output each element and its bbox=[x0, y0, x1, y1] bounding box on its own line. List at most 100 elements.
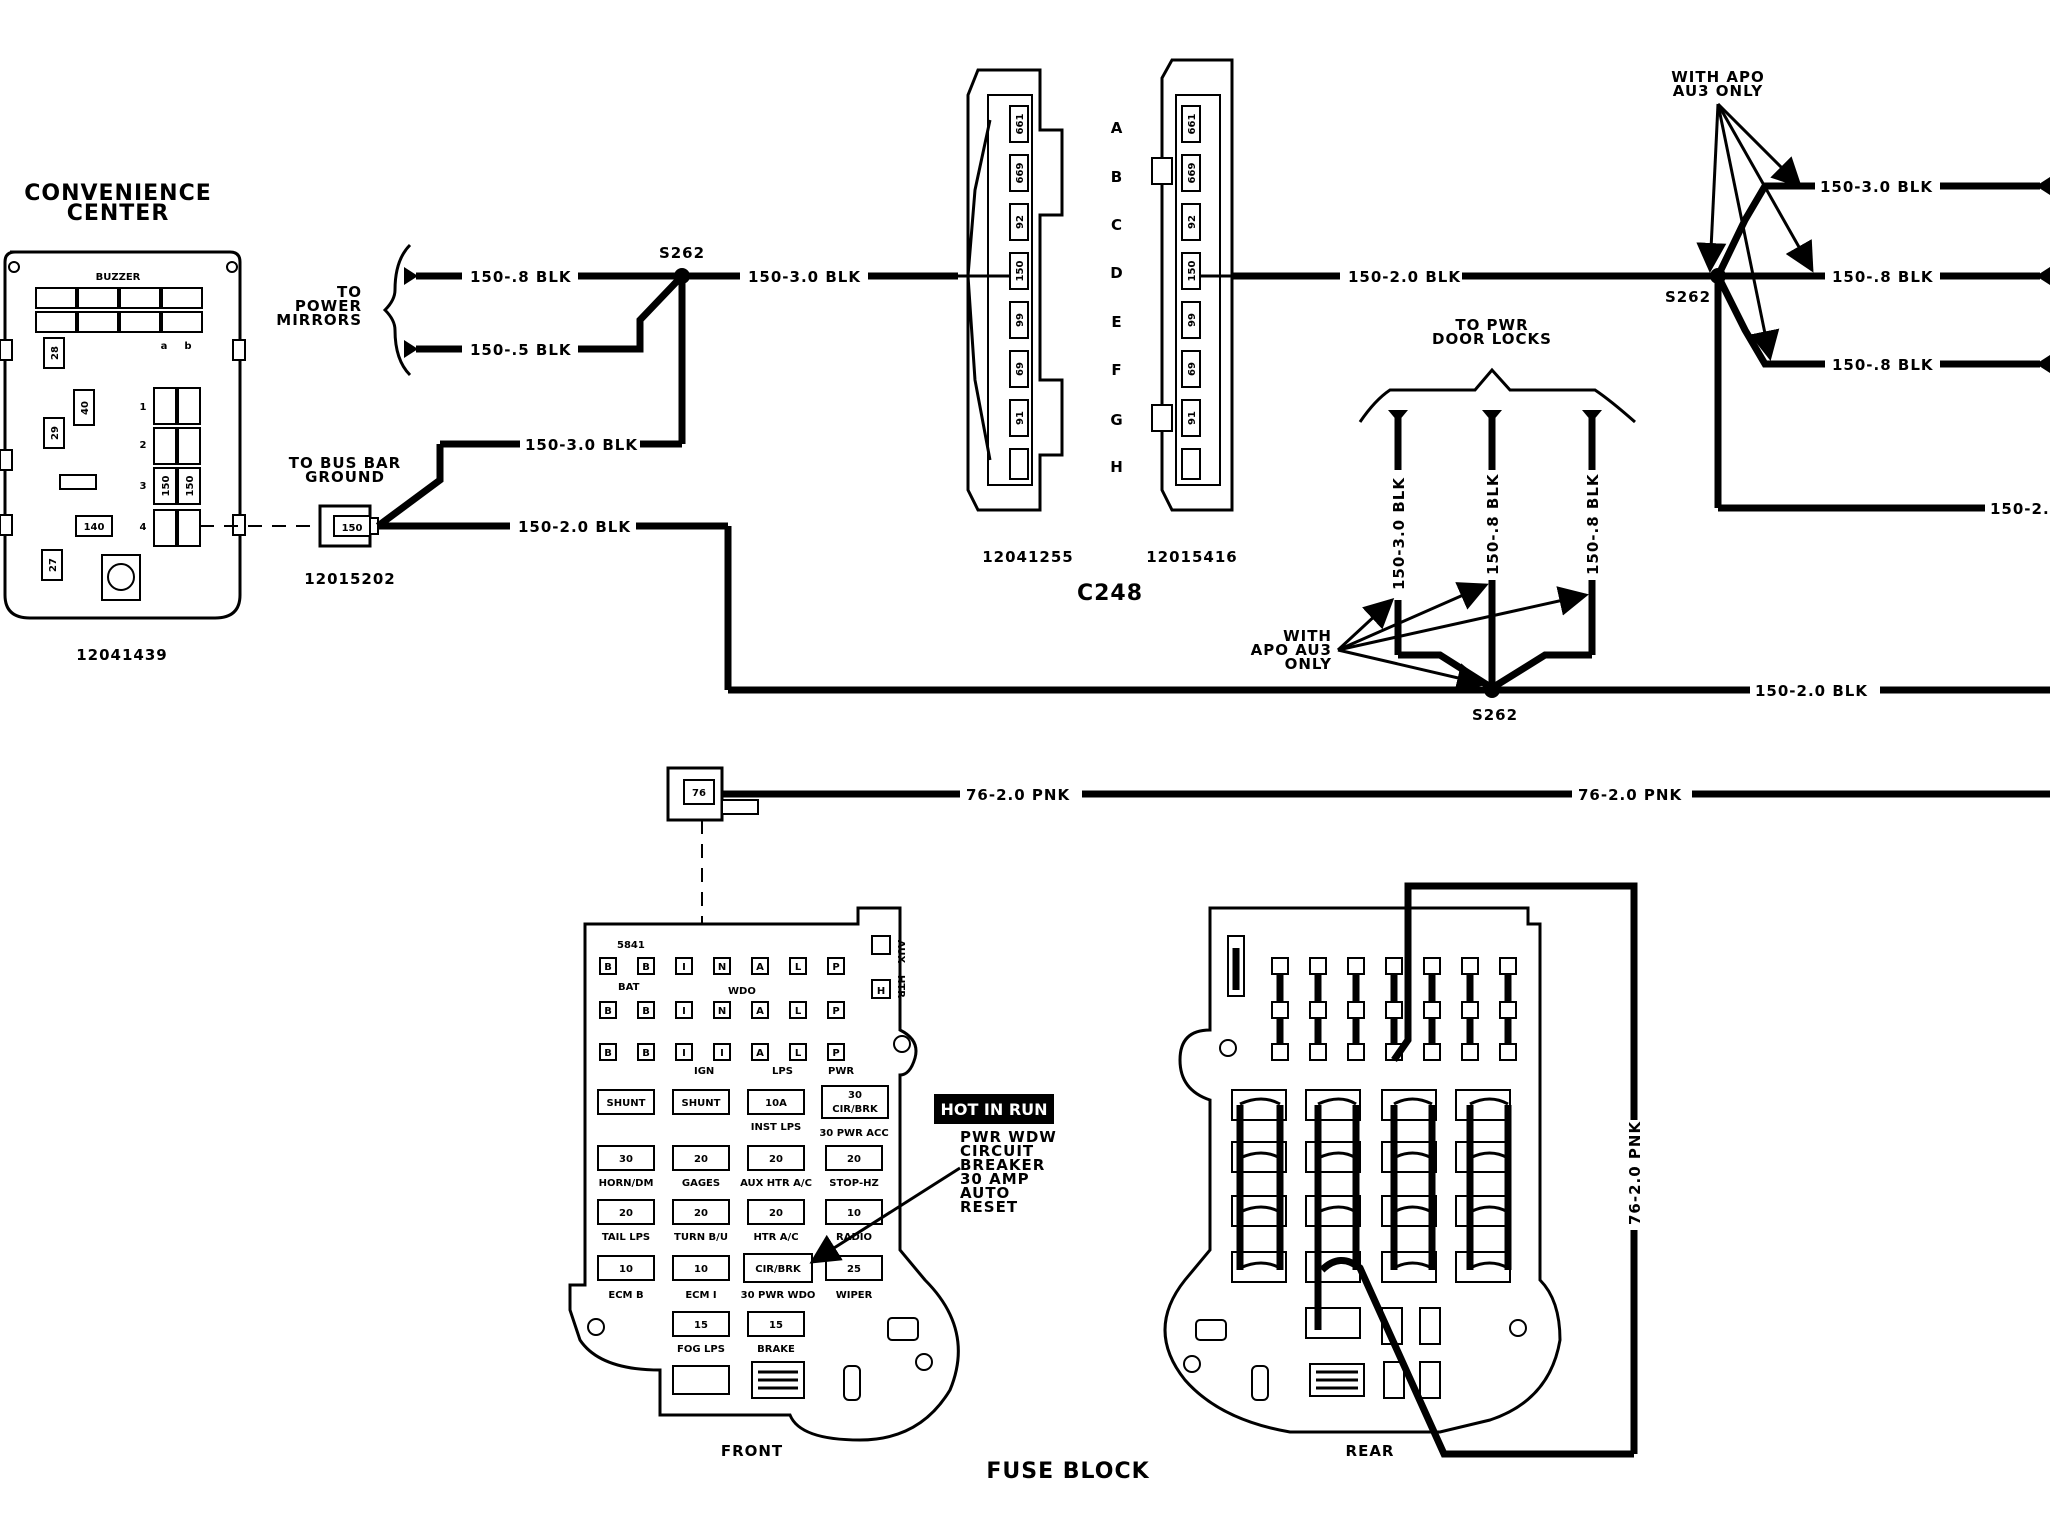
svg-text:INST LPS: INST LPS bbox=[751, 1122, 802, 1133]
fuse bbox=[747, 1311, 805, 1337]
bus-bar-label-2: GROUND bbox=[305, 468, 385, 486]
cc-slot-label: 27 bbox=[48, 558, 59, 572]
cc-row-3: 3 bbox=[140, 481, 147, 492]
rear-mount-slot bbox=[1251, 1365, 1269, 1401]
fuse-blank bbox=[672, 1365, 730, 1395]
svg-text:HORN/DM: HORN/DM bbox=[599, 1178, 654, 1189]
hot-in-run-note: HOT IN RUN PWR WDW CIRCUIT BREAKER 30 AM… bbox=[809, 1094, 1056, 1264]
cc-slot bbox=[59, 474, 97, 490]
svg-text:20: 20 bbox=[694, 1208, 708, 1219]
c248-right-pin bbox=[1181, 252, 1201, 290]
c248-pin-label: 92 bbox=[1015, 215, 1026, 229]
wire-label: 150-.8 BLK bbox=[470, 268, 572, 286]
svg-text:CIR/BRK: CIR/BRK bbox=[755, 1264, 802, 1275]
c248-right-pin bbox=[1181, 203, 1201, 241]
c248-right-latch bbox=[1151, 157, 1173, 185]
c248-pin-label: 150 bbox=[1187, 261, 1198, 282]
wire-150-20-upper: 150-2.0 BLK bbox=[1200, 268, 1715, 286]
svg-text:L: L bbox=[795, 1006, 802, 1017]
wire-label: 150-2.0 BLK bbox=[1755, 682, 1868, 700]
fuse-block-front: 5841 H AUX H HTR B B I N A L P BAT WDO bbox=[568, 906, 960, 1460]
breaker-note-line: AUTO bbox=[960, 1184, 1010, 1202]
wire-label: 150-.5 BLK bbox=[470, 341, 572, 359]
svg-text:A: A bbox=[756, 1048, 764, 1059]
wire-150-30-ground: 150-3.0 BLK bbox=[375, 280, 686, 529]
power-mirrors-label-3: MIRRORS bbox=[276, 311, 362, 329]
cc-part-number: 12041439 bbox=[76, 646, 168, 664]
svg-text:GAGES: GAGES bbox=[682, 1178, 720, 1189]
wire-150-20-bottom-right: 150-2.0 BLK bbox=[1492, 682, 2050, 700]
fuse bbox=[672, 1145, 730, 1171]
c248-pin-label: 92 bbox=[1187, 215, 1198, 229]
wire-150-30-to-c248: 150-3.0 BLK bbox=[682, 268, 958, 286]
cc-slot-label: 40 bbox=[80, 401, 91, 415]
wire-label: 150-.8 BLK bbox=[1584, 473, 1602, 575]
svg-text:15: 15 bbox=[694, 1320, 708, 1331]
c248-cavity-letter: F bbox=[1111, 361, 1122, 379]
svg-text:N: N bbox=[718, 1006, 726, 1017]
wire-150-08-right-2: 150-.8 BLK bbox=[1714, 274, 2050, 374]
front-socket-row-2: B B I N A L P bbox=[599, 1001, 845, 1019]
wire-label: 150-3.0 BLK bbox=[1820, 178, 1933, 196]
fuse bbox=[747, 1089, 805, 1115]
cc-slot bbox=[73, 389, 95, 426]
front-small-label: 5841 bbox=[617, 940, 645, 951]
c248-right-pin bbox=[1181, 105, 1201, 143]
hot-in-run-text: HOT IN RUN bbox=[940, 1100, 1047, 1119]
svg-text:30: 30 bbox=[848, 1090, 862, 1101]
pink-connector-latch bbox=[721, 799, 759, 815]
svg-text:ECM I: ECM I bbox=[685, 1290, 716, 1301]
c248-right-pin bbox=[1181, 448, 1201, 480]
front-socket-row-3: B B I I A L P bbox=[599, 1043, 845, 1061]
wire-150-05-mirror: 150-.5 BLK bbox=[404, 273, 685, 359]
svg-text:B: B bbox=[642, 962, 650, 973]
front-mount-hole bbox=[587, 1318, 605, 1336]
svg-text:A: A bbox=[756, 1006, 764, 1017]
wire-label: 150-2.0 BLK bbox=[1348, 268, 1461, 286]
cc-slot-label: 150 bbox=[161, 476, 172, 497]
svg-text:TURN B/U: TURN B/U bbox=[674, 1232, 728, 1243]
svg-text:20: 20 bbox=[847, 1154, 861, 1165]
pink-connector-terminal bbox=[683, 779, 715, 805]
front-mount-slot bbox=[887, 1317, 919, 1341]
front-aux-label: AUX bbox=[895, 940, 906, 964]
apo-note-line: WITH bbox=[1283, 627, 1332, 645]
wire-label: 150-3.0 BLK bbox=[525, 436, 638, 454]
fuse-block-rear-label: REAR bbox=[1346, 1442, 1395, 1460]
front-fuses: SHUNT SHUNT 10A INST LPS 30 CIR/BRK 30 H… bbox=[597, 1085, 889, 1399]
front-mount-hole bbox=[915, 1353, 933, 1371]
splice-label: S262 bbox=[1665, 288, 1711, 306]
apo-note-line: APO AU3 bbox=[1251, 641, 1332, 659]
c248-right-pin bbox=[1181, 154, 1201, 192]
fuse bbox=[672, 1255, 730, 1281]
front-small-label: WDO bbox=[728, 986, 756, 997]
fuse bbox=[825, 1145, 883, 1171]
c248-pin-label: 69 bbox=[1015, 362, 1026, 376]
wire-150-30-right: 150-3.0 BLK bbox=[1714, 177, 2050, 278]
convenience-center-title-1: CONVENIENCE bbox=[24, 181, 212, 206]
wire-150-2-right-lower: 150-2. bbox=[1714, 276, 2050, 518]
convenience-center: CONVENIENCE CENTER BUZZER 28 40 29 a b 1… bbox=[0, 181, 246, 664]
front-housing bbox=[568, 906, 960, 1442]
cc-slot bbox=[43, 417, 65, 449]
wire-label: 150-2. bbox=[1990, 500, 2050, 518]
svg-text:I: I bbox=[682, 1048, 686, 1059]
breaker-note-line: BREAKER bbox=[960, 1156, 1045, 1174]
fuse bbox=[597, 1145, 655, 1171]
front-h-socket bbox=[871, 979, 891, 999]
wire-label: 150-.8 BLK bbox=[1832, 268, 1934, 286]
c248-connector: 661 669 92 150 99 69 91 A B C D E F G H … bbox=[958, 58, 1237, 606]
cc-mount-hole bbox=[107, 563, 135, 591]
wire-label: 76-2.0 PNK bbox=[1626, 1121, 1644, 1225]
c248-pin-label: 99 bbox=[1015, 313, 1026, 327]
svg-text:L: L bbox=[795, 962, 802, 973]
c248-pin-label: 150 bbox=[1015, 261, 1026, 282]
c248-left-pin bbox=[1009, 154, 1029, 192]
c248-cavity-letter: B bbox=[1111, 168, 1123, 186]
fuse-block-title: FUSE BLOCK bbox=[986, 1459, 1149, 1484]
cc-tab-left-1 bbox=[0, 339, 13, 361]
fuse bbox=[597, 1199, 655, 1225]
fuse bbox=[672, 1311, 730, 1337]
fuse bbox=[821, 1085, 889, 1119]
svg-text:B: B bbox=[642, 1048, 650, 1059]
